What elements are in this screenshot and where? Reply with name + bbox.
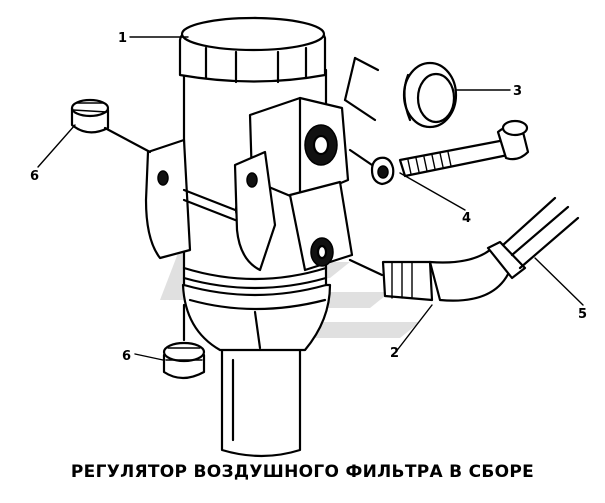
- cap-plug-lower: [162, 303, 206, 380]
- bolt-assembly: [348, 119, 530, 186]
- callout-1: 1: [118, 31, 127, 46]
- callout-5: 5: [578, 307, 587, 322]
- valve-block: [248, 96, 354, 272]
- cap-plug-upper: [70, 98, 152, 154]
- sleeve-ring: [343, 56, 458, 129]
- callout-2: 2: [390, 346, 399, 361]
- lower-bowl: [181, 283, 332, 352]
- leader-lines: [37, 36, 584, 361]
- diagram-caption: РЕГУЛЯТОР ВОЗДУШНОГО ФИЛЬТРА В СБОРЕ: [70, 462, 535, 482]
- callout-4: 4: [462, 211, 471, 226]
- hose-fitting: [348, 240, 527, 302]
- callout-6-upper: 6: [30, 169, 39, 184]
- hose-tube: [501, 196, 580, 270]
- mounting-bracket: [144, 138, 277, 272]
- outlet-tube: [220, 343, 302, 458]
- hex-cap: [178, 16, 327, 84]
- callout-3: 3: [513, 84, 522, 99]
- callout-6-lower: 6: [122, 349, 131, 364]
